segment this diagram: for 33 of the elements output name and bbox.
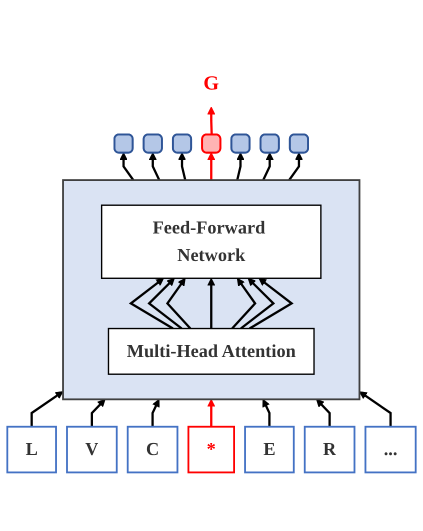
arrow <box>316 398 331 427</box>
arrow <box>128 278 174 330</box>
arrow <box>231 278 257 330</box>
arrow <box>262 398 271 427</box>
arrow <box>248 278 294 330</box>
node-box: R <box>304 426 356 474</box>
arrow <box>359 391 392 427</box>
arrow <box>178 152 186 180</box>
node-box: Feed-Forward Network <box>100 204 322 279</box>
arrow <box>147 278 182 330</box>
node-box: L <box>6 426 57 474</box>
arrow <box>166 278 192 330</box>
arrow <box>90 398 106 427</box>
node-box: V <box>66 426 118 474</box>
node-text: G <box>203 71 220 94</box>
node-box: * <box>188 426 235 474</box>
arrow <box>288 152 303 181</box>
arrow <box>207 106 216 135</box>
arrow <box>240 278 276 330</box>
arrow <box>207 152 216 180</box>
arrow <box>262 152 274 181</box>
arrow <box>207 278 216 329</box>
arrow <box>148 152 160 181</box>
arrow <box>151 398 160 427</box>
node-box: C <box>126 426 178 474</box>
node-box: Multi-Head Attention <box>108 328 315 375</box>
arrow <box>120 152 134 181</box>
node-box: E <box>244 426 295 474</box>
node-box: ... <box>364 426 417 474</box>
arrow <box>207 398 216 427</box>
cluster <box>62 179 360 400</box>
arrow <box>236 152 244 180</box>
arrow <box>30 391 64 427</box>
